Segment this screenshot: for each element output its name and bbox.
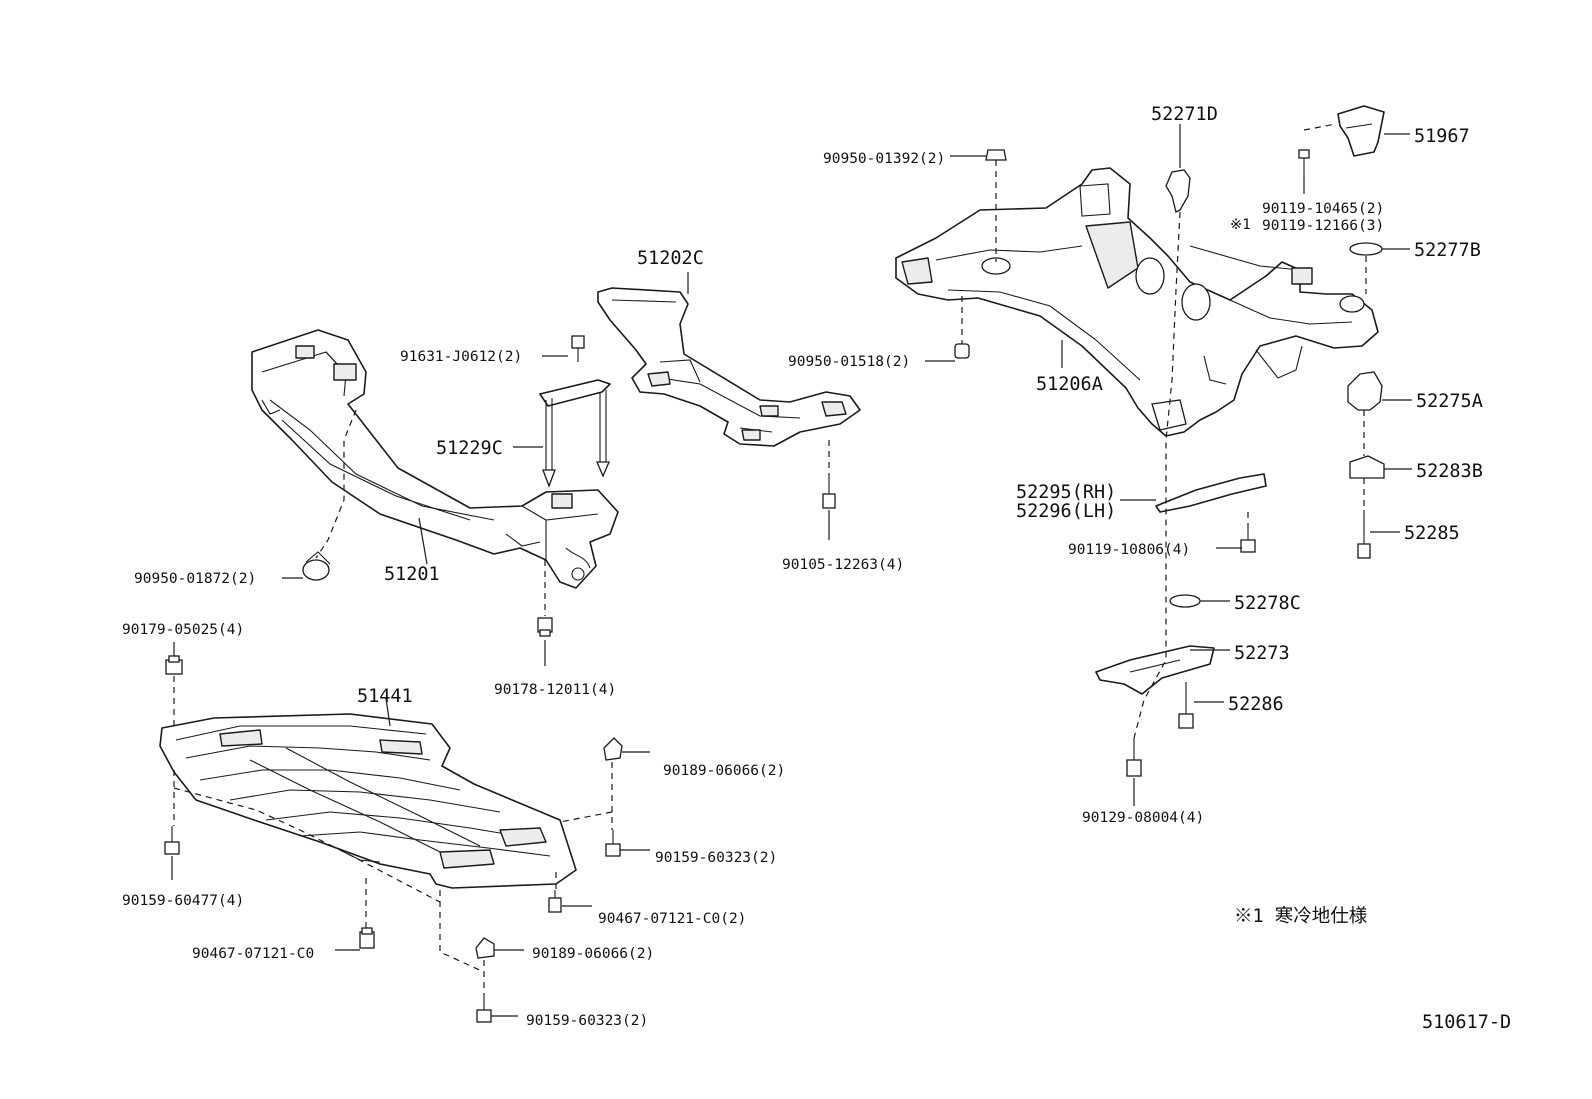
clip-90189-a-icon (603, 737, 623, 761)
label-51201[interactable]: 51201 (384, 564, 440, 585)
label-90189-06066-b[interactable]: 90189-06066(2) (532, 946, 654, 962)
footnote-cold-area-spec: ※1 寒冷地仕様 (1234, 906, 1367, 927)
label-90119-10465[interactable]: 90119-10465(2) (1262, 201, 1384, 217)
note-mark-small: ※1 (1230, 217, 1251, 233)
under-cover-51441[interactable] (159, 713, 577, 889)
label-90179-05025[interactable]: 90179-05025(4) (122, 622, 244, 638)
label-52286[interactable]: 52286 (1228, 694, 1284, 715)
label-52283b[interactable]: 52283B (1416, 461, 1483, 482)
front-crossmember-51201[interactable] (251, 329, 619, 589)
stopper-52271d[interactable] (1165, 169, 1191, 213)
label-52271d[interactable]: 52271D (1151, 104, 1218, 125)
label-90159-60323-a[interactable]: 90159-60323(2) (655, 850, 777, 866)
label-90119-10806[interactable]: 90119-10806(4) (1068, 542, 1190, 558)
clip-90179-icon (165, 655, 183, 675)
label-52295-rh[interactable]: 52295(RH) (1016, 482, 1116, 503)
label-52277b[interactable]: 52277B (1414, 240, 1481, 261)
clip-90189-b-icon (475, 937, 495, 959)
bolt-91631-icon (571, 335, 585, 362)
label-90159-60323-b[interactable]: 90159-60323(2) (526, 1013, 648, 1029)
label-51441[interactable]: 51441 (357, 686, 413, 707)
label-90950-01872[interactable]: 90950-01872(2) (134, 571, 256, 587)
label-90105-12263[interactable]: 90105-12263(4) (782, 557, 904, 573)
plate-52273[interactable] (1095, 645, 1215, 695)
cushion-90950-01392-icon (985, 149, 1007, 161)
label-90189-06066-a[interactable]: 90189-06066(2) (663, 763, 785, 779)
stopper-52278c[interactable] (1169, 594, 1201, 608)
label-90950-01518[interactable]: 90950-01518(2) (788, 354, 910, 370)
label-51967[interactable]: 51967 (1414, 126, 1470, 147)
label-90467-07121-c0-b[interactable]: 90467-07121-C0 (192, 946, 314, 962)
leader-lines (171, 124, 1412, 1017)
label-52285[interactable]: 52285 (1404, 523, 1460, 544)
label-51202c[interactable]: 51202C (637, 248, 704, 269)
nut-90178-icon (537, 617, 553, 637)
label-52278c[interactable]: 52278C (1234, 593, 1301, 614)
bolt-90129-icon (1126, 738, 1142, 777)
assembly-dashed-lines (173, 123, 1367, 996)
stopper-52277b[interactable] (1349, 242, 1383, 256)
label-52296-lh[interactable]: 52296(LH) (1016, 501, 1116, 522)
bolt-52285-icon (1357, 510, 1371, 559)
label-90178-12011[interactable]: 90178-12011(4) (494, 682, 616, 698)
bolt-90119-10465-icon (1298, 149, 1310, 176)
stay-51229c[interactable] (539, 379, 611, 488)
cushion-52283b[interactable] (1349, 455, 1385, 479)
cushion-90950-01872-icon (302, 551, 331, 581)
bolt-90119-10806-icon (1240, 528, 1256, 553)
label-90159-60477[interactable]: 90159-60477(4) (122, 893, 244, 909)
bolt-52286-icon (1178, 682, 1194, 729)
stay-52295-52296[interactable] (1155, 473, 1267, 513)
nut-90467-a-icon (548, 890, 562, 913)
cushion-52275a[interactable] (1347, 371, 1383, 411)
nut-90467-b-icon (359, 927, 375, 949)
label-90950-01392[interactable]: 90950-01392(2) (823, 151, 945, 167)
label-51206a[interactable]: 51206A (1036, 374, 1103, 395)
label-90129-08004[interactable]: 90129-08004(4) (1082, 810, 1204, 826)
part-number-labels: 51201 51202C 51229C 91631-J0612(2) 90950… (122, 104, 1511, 1033)
screw-90159-60477-icon (164, 826, 180, 855)
label-51229c[interactable]: 51229C (436, 438, 503, 459)
label-52273[interactable]: 52273 (1234, 643, 1290, 664)
cushion-90950-01518-icon (954, 343, 970, 359)
label-91631-j0612[interactable]: 91631-J0612(2) (400, 349, 522, 365)
bracket-51967[interactable] (1337, 105, 1385, 157)
screw-90159-60323-b-icon (476, 996, 492, 1023)
bolt-90105-icon (822, 476, 836, 509)
brace-51202c[interactable] (597, 287, 861, 447)
screw-90159-60323-a-icon (605, 830, 621, 857)
diagram-id: 510617-D (1422, 1012, 1511, 1033)
label-90467-07121-c0-a[interactable]: 90467-07121-C0(2) (598, 911, 746, 927)
rear-suspension-member-51206a[interactable] (895, 167, 1379, 437)
label-90119-12166[interactable]: 90119-12166(3) (1262, 218, 1384, 234)
label-52275a[interactable]: 52275A (1416, 391, 1483, 412)
